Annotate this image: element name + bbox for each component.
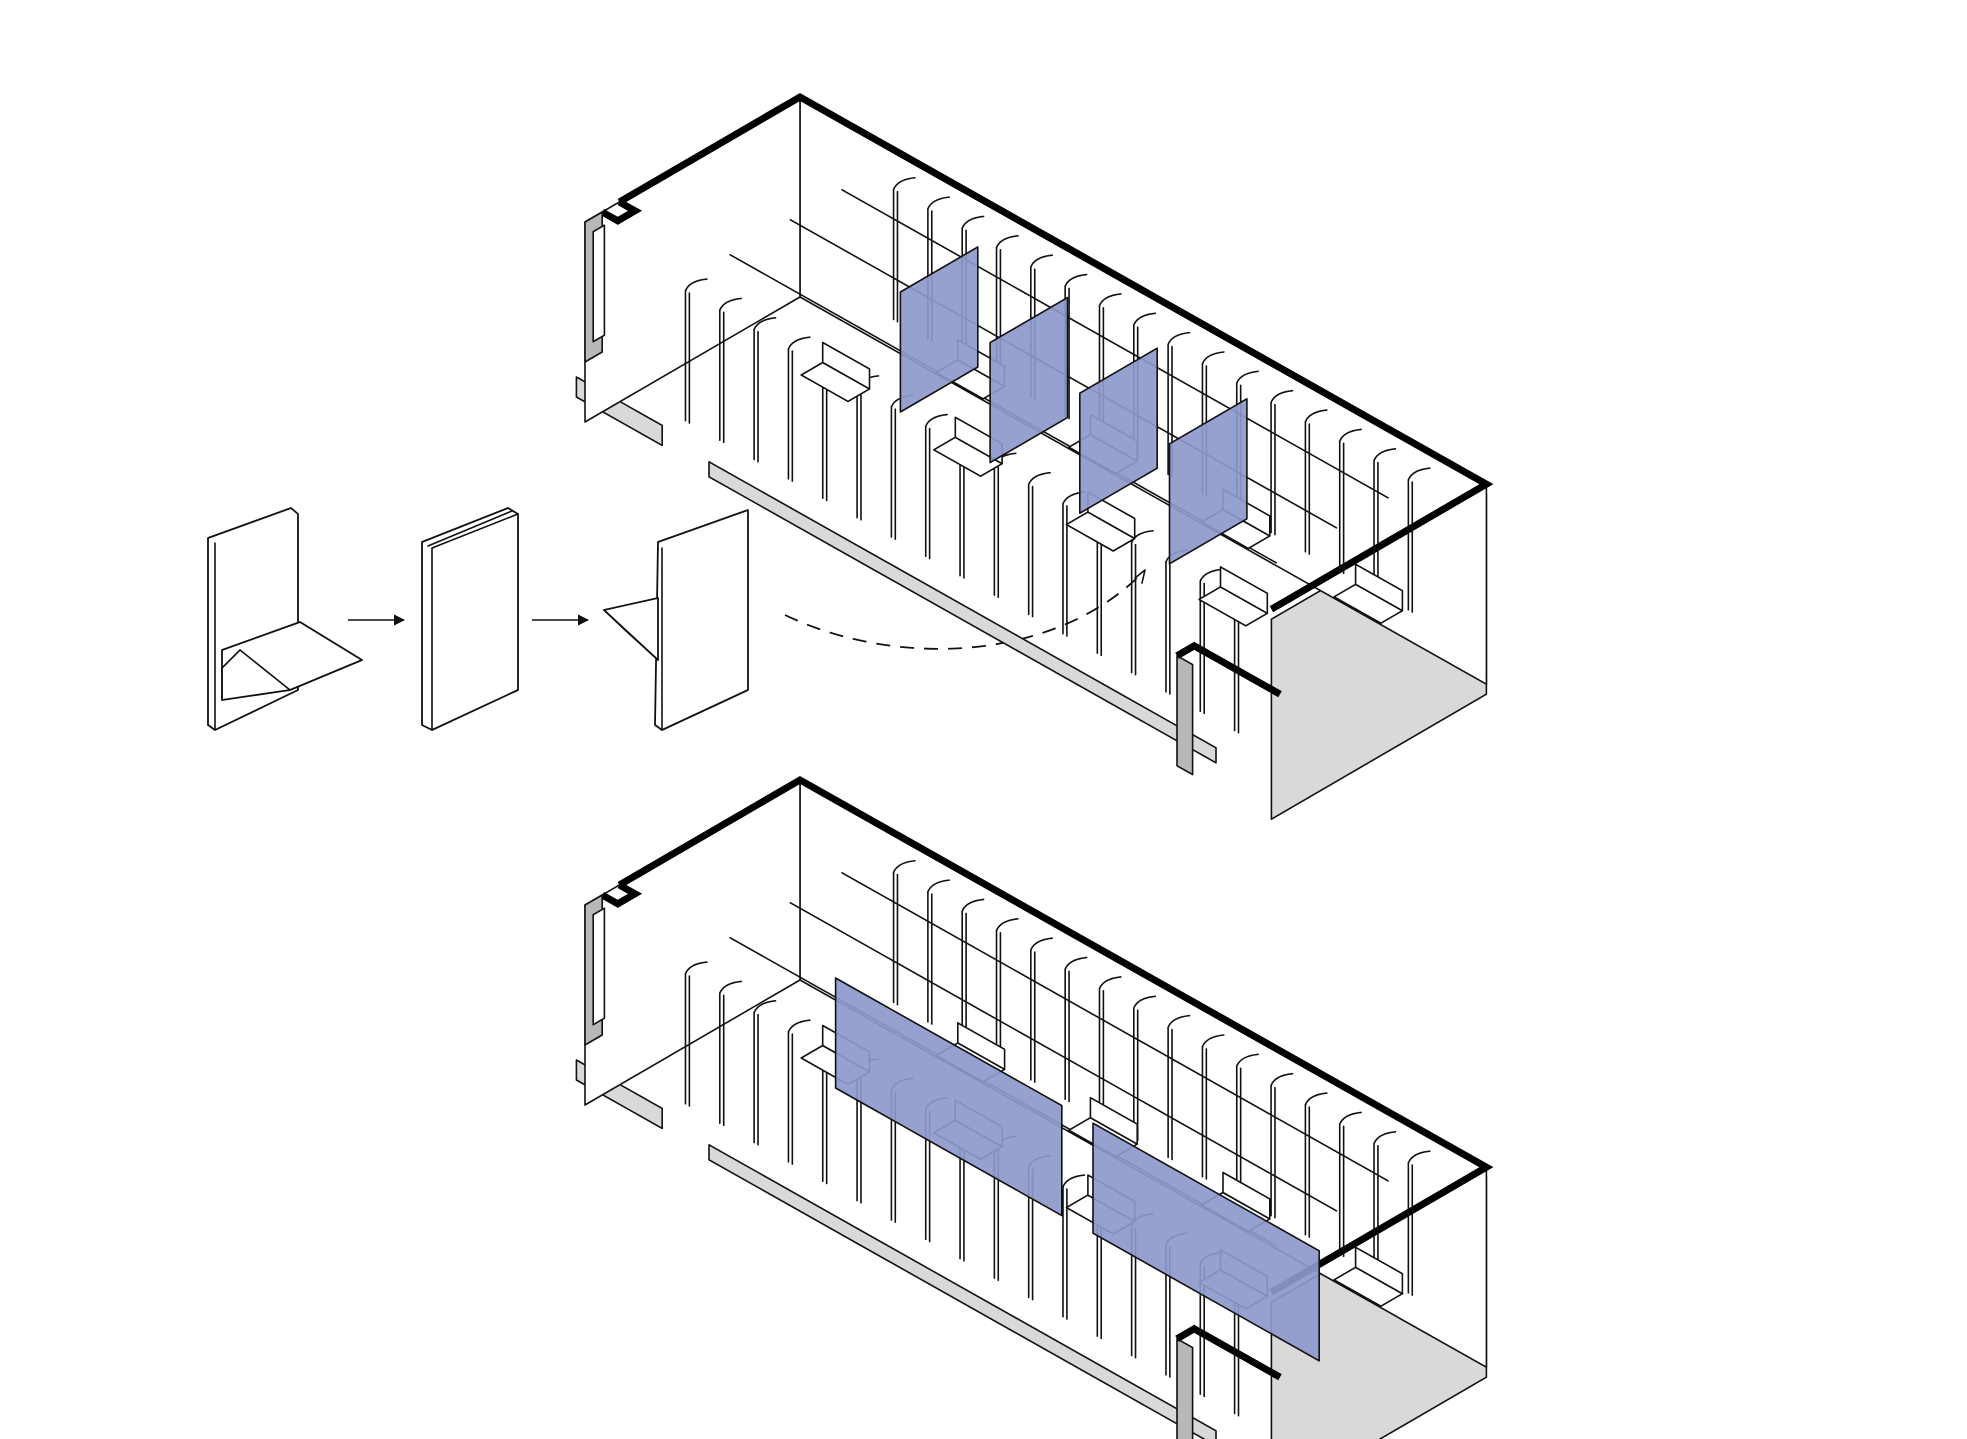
handrail-bend bbox=[995, 918, 1019, 932]
handrail-bend bbox=[892, 176, 916, 191]
bench-back bbox=[956, 1022, 1006, 1071]
transformation-sequence bbox=[207, 507, 1146, 731]
entry-door bbox=[592, 224, 606, 343]
handrail-bend bbox=[1270, 389, 1294, 404]
handrail-bend bbox=[684, 961, 708, 975]
left-end-wall bbox=[584, 779, 801, 1106]
handrail-bend bbox=[753, 317, 777, 331]
panel-with-seat bbox=[207, 507, 363, 731]
left-end-wall bbox=[584, 96, 801, 423]
handrail-bend bbox=[1235, 1053, 1259, 1067]
handrail-bend bbox=[1098, 293, 1122, 307]
handrail-bend bbox=[787, 1019, 811, 1033]
highlighted-partition bbox=[989, 296, 1069, 464]
handrail-bend bbox=[1027, 471, 1051, 486]
handrail-bend bbox=[961, 898, 985, 912]
handrail-bend bbox=[1133, 312, 1156, 326]
entry-door bbox=[592, 907, 606, 1026]
handrail-bend bbox=[924, 413, 948, 428]
bench-back bbox=[1222, 1171, 1271, 1220]
handrail-bend bbox=[1133, 995, 1156, 1009]
highlighted-partition bbox=[1168, 397, 1248, 565]
handrail-bend bbox=[753, 1000, 777, 1014]
panel-flat bbox=[421, 507, 519, 731]
handrail-bend bbox=[719, 980, 742, 994]
entry-jamb bbox=[600, 198, 643, 225]
handrail-bend bbox=[1098, 976, 1122, 990]
handrail-bend bbox=[787, 336, 811, 350]
handrail-bend bbox=[1235, 370, 1259, 384]
exit-wall-cap bbox=[1175, 1324, 1282, 1381]
front-sill bbox=[708, 1143, 1217, 1439]
handrail-bend bbox=[1064, 956, 1088, 971]
exit-wall-cap bbox=[1175, 641, 1282, 698]
bench-back bbox=[1089, 1096, 1138, 1145]
handrail-bend bbox=[1373, 1131, 1397, 1145]
overhead-rail bbox=[841, 872, 1389, 1182]
handrail-bend bbox=[1373, 448, 1397, 462]
panel-with-fin bbox=[603, 509, 749, 731]
highlighted-partition bbox=[1092, 1122, 1320, 1362]
handrail-bend bbox=[684, 278, 708, 292]
handrail-bend bbox=[995, 235, 1019, 249]
handrail-bend bbox=[1130, 529, 1154, 544]
highlighted-partition bbox=[1079, 347, 1158, 515]
handrail-bend bbox=[1064, 273, 1088, 288]
handrail-bend bbox=[1304, 409, 1328, 423]
handrail-bend bbox=[927, 196, 951, 210]
handrail-bend bbox=[927, 879, 951, 893]
handrail-bend bbox=[1407, 467, 1431, 481]
handrail-bend bbox=[1338, 428, 1362, 442]
handrail-bend bbox=[961, 215, 985, 229]
handrail-bend bbox=[1201, 1034, 1225, 1048]
handrail-bend bbox=[1199, 568, 1223, 582]
front-sill bbox=[708, 460, 1217, 764]
exit-door-jamb bbox=[1176, 654, 1194, 776]
handrail-bend bbox=[1062, 1174, 1086, 1188]
handrail-bend bbox=[1407, 1150, 1431, 1164]
bench-back bbox=[1354, 563, 1404, 612]
bench-back bbox=[1354, 1246, 1404, 1295]
handrail-bend bbox=[1167, 1014, 1191, 1029]
handrail-bend bbox=[1030, 254, 1054, 268]
lower-axonometric-view bbox=[575, 775, 1494, 1439]
overhead-rail bbox=[789, 902, 1338, 1212]
wall-cap bbox=[617, 92, 1494, 613]
upper-axonometric-view bbox=[575, 92, 1494, 821]
handrail-bend bbox=[1030, 937, 1054, 951]
handrail-bend bbox=[1304, 1092, 1328, 1106]
handrail-bend bbox=[1270, 1072, 1294, 1087]
wall-cap bbox=[617, 775, 1494, 1296]
bench-back bbox=[821, 341, 871, 390]
handrail-bend bbox=[1338, 1111, 1362, 1125]
bench-back bbox=[1219, 566, 1269, 615]
entry-jamb bbox=[600, 881, 643, 908]
exit-door-jamb bbox=[1176, 1337, 1194, 1439]
handrail-bend bbox=[892, 859, 916, 874]
overhead-rail bbox=[841, 189, 1389, 499]
handrail-bend bbox=[1167, 331, 1191, 346]
highlighted-partition bbox=[899, 246, 979, 413]
highlighted-partition bbox=[834, 977, 1063, 1217]
handrail-bend bbox=[719, 297, 742, 311]
handrail-bend bbox=[1201, 351, 1225, 365]
dashed-connector bbox=[784, 569, 1146, 650]
